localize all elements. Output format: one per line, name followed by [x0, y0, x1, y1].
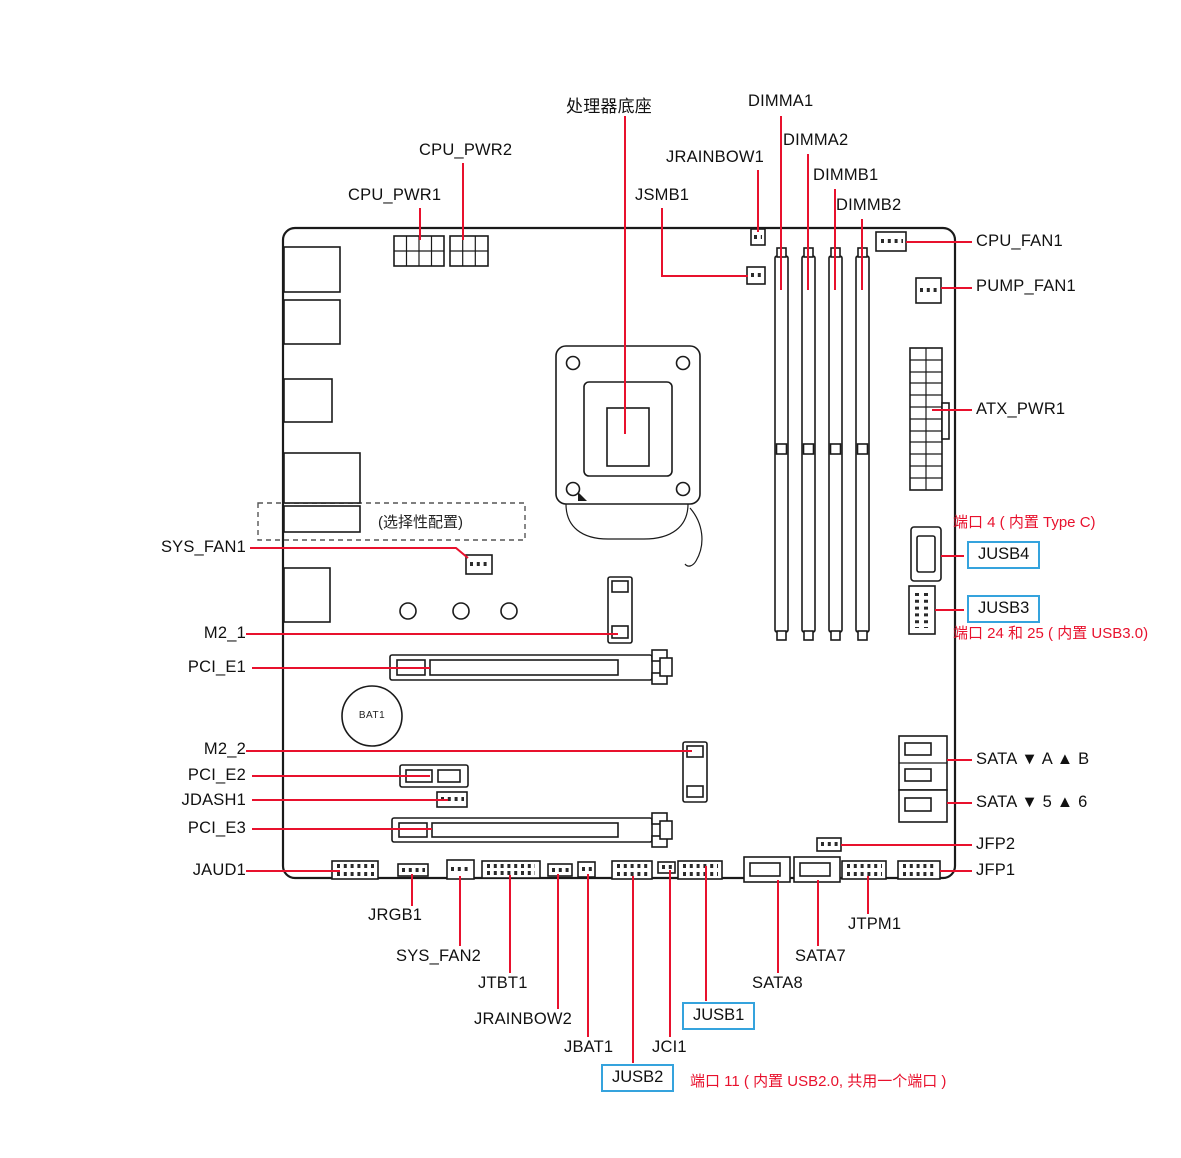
label-dimmb2: DIMMB2 — [836, 196, 902, 214]
label-cpu-pwr1: CPU_PWR1 — [348, 186, 442, 204]
sata7-connector — [793, 856, 841, 883]
optional-region-box — [257, 502, 526, 541]
jsmb1-connector — [746, 266, 766, 285]
cpu-socket — [555, 345, 703, 567]
sys-fan1-connector — [465, 554, 493, 575]
label-cpu-fan1: CPU_FAN1 — [976, 232, 1063, 250]
label-jtbt1: JTBT1 — [478, 974, 528, 992]
mounting-holes — [399, 602, 518, 620]
label-sys-fan1: SYS_FAN1 — [160, 538, 246, 556]
annotation-jusb4: 端口 4 ( 内置 Type C) — [953, 514, 1096, 531]
battery-label: BAT1 — [358, 710, 386, 721]
jbat1-connector — [577, 861, 596, 878]
jusb4-connector — [910, 526, 942, 582]
jtpm1-connector — [841, 860, 887, 880]
label-jbat1: JBAT1 — [564, 1038, 614, 1056]
optional-region-label: (选择性配置) — [378, 514, 463, 531]
jusb1-connector — [677, 860, 723, 880]
label-pump-fan1: PUMP_FAN1 — [976, 277, 1076, 295]
board-outline — [281, 226, 957, 880]
label-pci-e1: PCI_E1 — [187, 658, 246, 676]
pci-e1-slot — [389, 649, 673, 685]
label-pci-e2: PCI_E2 — [187, 766, 246, 784]
jrainbow2-connector — [547, 863, 573, 877]
label-jrgb1: JRGB1 — [368, 906, 423, 924]
label-jusb2: JUSB2 — [601, 1064, 675, 1092]
sata8-connector — [743, 856, 791, 883]
sata-56-connector — [898, 789, 948, 823]
annotation-jusb2: 端口 11 ( 内置 USB2.0, 共用一个端口 ) — [690, 1073, 947, 1090]
pci-e3-slot — [391, 812, 673, 848]
battery — [341, 685, 403, 747]
label-jrainbow1: JRAINBOW1 — [666, 148, 765, 166]
label-jsmb1: JSMB1 — [635, 186, 690, 204]
label-jfp2: JFP2 — [976, 835, 1016, 853]
label-jusb1: JUSB1 — [682, 1002, 756, 1030]
atx-pwr1-connector — [909, 347, 950, 491]
cpu-fan1-connector — [875, 231, 907, 252]
pump-fan1-connector — [915, 277, 942, 304]
label-sata-56: SATA ▼ 5 ▲ 6 — [976, 793, 1088, 811]
label-jci1: JCI1 — [652, 1038, 687, 1056]
label-sata8: SATA8 — [752, 974, 803, 992]
label-atx-pwr1: ATX_PWR1 — [976, 400, 1066, 418]
jfp1-connector — [897, 860, 941, 880]
jusb2-connector — [611, 860, 653, 880]
sata-ab-connector — [898, 735, 948, 791]
label-cpu-pwr2: CPU_PWR2 — [419, 141, 513, 159]
label-jfp1: JFP1 — [976, 861, 1016, 879]
annotation-jusb3: 端口 24 和 25 ( 内置 USB3.0) — [953, 625, 1149, 642]
label-jusb3: JUSB3 — [967, 595, 1041, 623]
cpu-pwr1-connector — [393, 235, 445, 267]
label-m2-2: M2_2 — [203, 740, 246, 758]
label-dimma1: DIMMA1 — [748, 92, 814, 110]
label-jdash1: JDASH1 — [181, 791, 246, 809]
m2-1-slot — [607, 576, 633, 644]
rear-io-ports — [283, 246, 361, 623]
label-dimma2: DIMMA2 — [783, 131, 849, 149]
label-jtpm1: JTPM1 — [848, 915, 902, 933]
leader-lines — [246, 116, 972, 1063]
jci1-connector — [657, 861, 676, 874]
label-pci-e3: PCI_E3 — [187, 819, 246, 837]
jfp2-connector — [816, 837, 842, 852]
label-jrainbow2: JRAINBOW2 — [474, 1010, 573, 1028]
label-dimmb1: DIMMB1 — [813, 166, 879, 184]
dimm-slots — [774, 247, 870, 641]
label-cpu-socket: 处理器底座 — [566, 97, 652, 116]
m2-2-slot — [682, 741, 708, 803]
jusb3-connector — [908, 585, 936, 635]
cpu-pwr2-connector — [449, 235, 489, 267]
label-jaud1: JAUD1 — [192, 861, 246, 879]
label-sata-ab: SATA ▼ A ▲ B — [976, 750, 1090, 768]
label-sys-fan2: SYS_FAN2 — [396, 947, 482, 965]
label-sata7: SATA7 — [795, 947, 846, 965]
label-m2-1: M2_1 — [203, 624, 246, 642]
label-jusb4: JUSB4 — [967, 541, 1041, 569]
